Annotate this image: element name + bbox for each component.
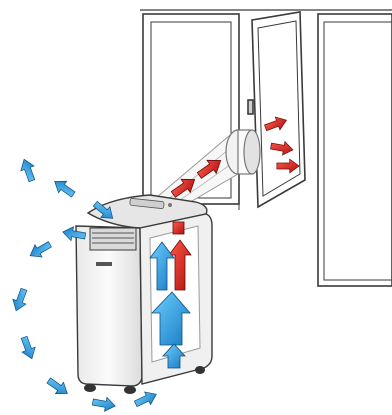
blue-arrow-icon — [50, 175, 78, 201]
red-arrow-icon — [172, 221, 185, 235]
blue-arrow-icon — [162, 343, 186, 369]
cool-air-column — [149, 241, 191, 369]
blue-arrow-icon — [17, 334, 39, 362]
blue-arrow-icon — [151, 291, 191, 346]
ac-unit — [75, 194, 213, 394]
ac-unit-louvre — [89, 227, 137, 251]
ac-unit-logo — [96, 262, 112, 266]
window-adapter — [225, 129, 261, 175]
window-open-sash — [247, 11, 306, 209]
ac-unit-control-panel — [129, 198, 172, 209]
window-right-pane — [317, 13, 392, 287]
blue-arrow-icon — [9, 286, 31, 314]
blue-arrow-icon — [91, 394, 117, 414]
hot-air-column — [168, 221, 192, 291]
blue-arrow-icon — [17, 156, 39, 184]
blue-arrow-icon — [26, 237, 54, 263]
blue-arrow-icon — [44, 374, 72, 400]
blue-arrow-icon — [149, 241, 175, 291]
blue-arrow-icon — [132, 387, 160, 411]
red-arrow-icon — [168, 239, 192, 291]
ac-unit-wheels — [84, 366, 205, 394]
